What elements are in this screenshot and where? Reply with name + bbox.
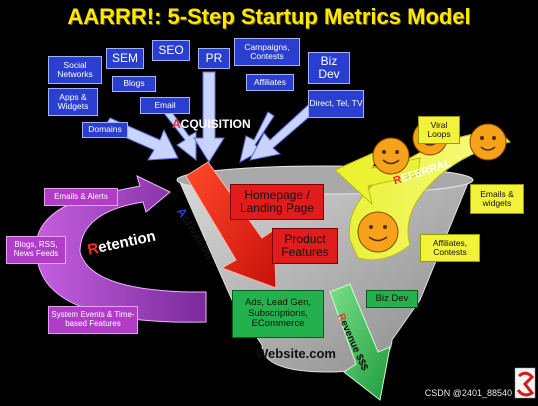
domains-box: Domains: [82, 122, 128, 138]
diagram-title: AARRR!: 5-Step Startup Metrics Model: [67, 4, 471, 29]
sem-box: SEM: [106, 48, 144, 69]
viral-loops-box: Viral Loops: [418, 116, 460, 144]
direct-tel-tv-box: Direct, Tel, TV: [308, 90, 364, 118]
social-networks-box: Social Networks: [48, 56, 102, 84]
blogs-rss-newsfeeds-box: Blogs, RSS, News Feeds: [6, 236, 66, 264]
campaigns-contests-box: Campaigns, Contests: [234, 38, 300, 66]
apps-widgets-box: Apps & Widgets: [48, 88, 98, 116]
biz-dev-revenue-box: Biz Dev: [366, 290, 418, 308]
emails-alerts-box: Emails & Alerts: [44, 188, 118, 206]
pr-box: PR: [198, 48, 230, 69]
stage-label-acquisition: ACQUISITION: [172, 117, 251, 131]
affiliates-box: Affiliates: [246, 74, 294, 91]
biz-dev-acquisition-box: Biz Dev: [308, 52, 350, 84]
email-box: Email: [140, 97, 190, 114]
revenue-arrow: [329, 283, 391, 401]
product-features-box: Product Features: [272, 228, 338, 264]
logo-icon: [514, 367, 536, 399]
homepage-landing-page-box: Homepage / Landing Page: [230, 184, 324, 220]
emails-widgets-box: Emails & widgets: [470, 184, 524, 214]
system-events-box: System Events & Time-based Features: [48, 306, 138, 334]
website-label: Website.com: [256, 346, 336, 361]
watermark: CSDN @2401_88540: [424, 388, 512, 398]
blogs-box: Blogs: [112, 76, 156, 92]
affiliates-contests-box: Affiliates, Contests: [420, 234, 480, 262]
revenue-channels-box: Ads, Lead Gen, Subscriptions, ECommerce: [232, 290, 324, 338]
seo-box: SEO: [152, 40, 190, 61]
